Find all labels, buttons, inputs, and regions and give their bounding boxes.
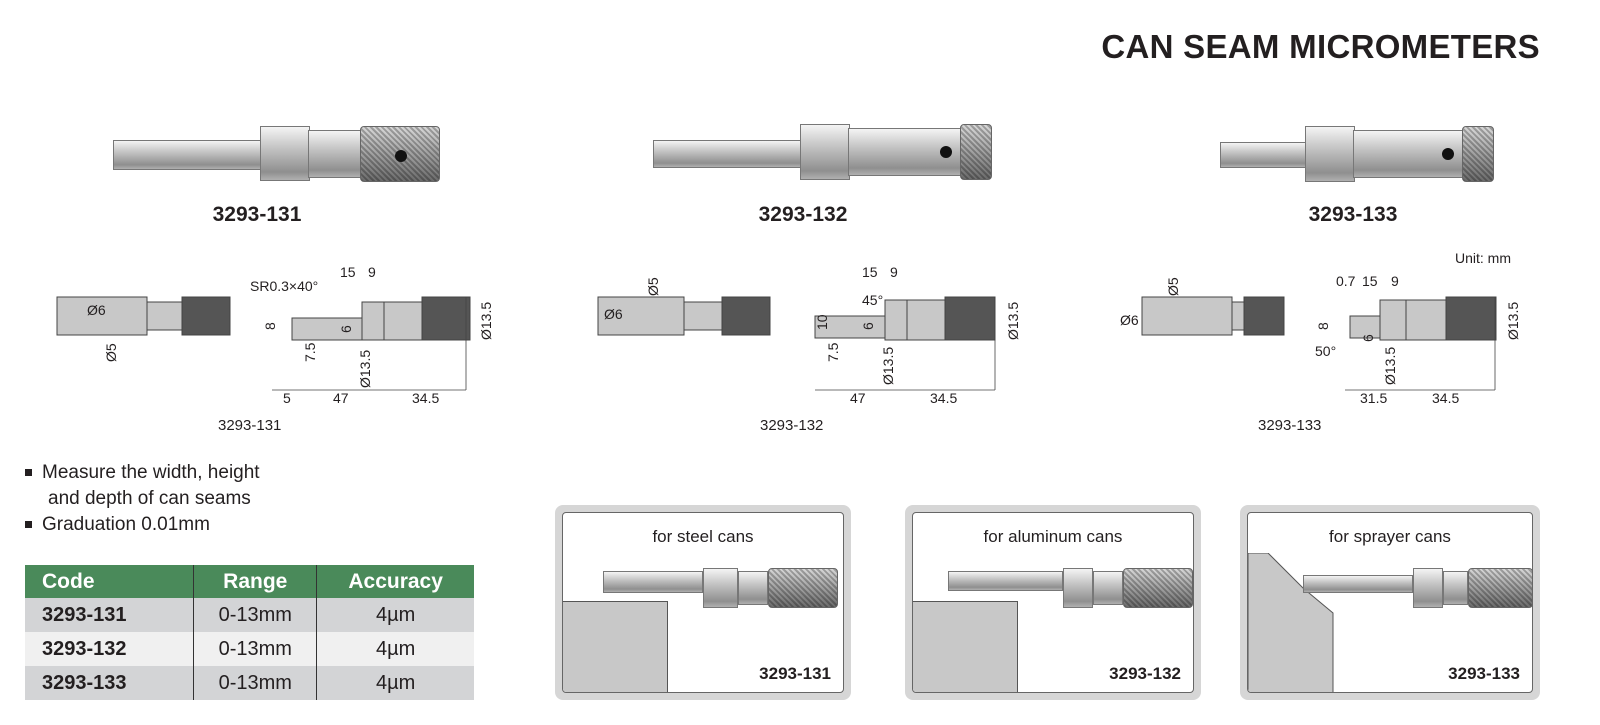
model-label: 3293-132 <box>758 203 848 226</box>
dimension-label: 8 <box>1315 322 1331 330</box>
dimension-label: 10 <box>814 314 830 330</box>
dimension-label: 34.5 <box>1432 390 1460 406</box>
cell-code: 3293-131 <box>25 598 194 632</box>
cell-accuracy: 4µm <box>316 666 474 700</box>
dimension-label: 6 <box>1360 334 1376 342</box>
dimension-label: Ø13.5 <box>478 301 494 340</box>
dimension-label: SR0.3×40° <box>250 278 319 294</box>
dimension-label: 6 <box>338 325 354 333</box>
column-header: Code <box>25 565 194 598</box>
cell-accuracy: 4µm <box>316 598 474 632</box>
dimension-label: Ø6 <box>1120 312 1139 328</box>
dimension-label: 50° <box>1315 343 1337 359</box>
drawing-caption: 3293-131 <box>218 417 282 434</box>
feature-list: Measure the width, height and depth of c… <box>25 460 260 538</box>
dimension-label: 7.5 <box>825 342 841 362</box>
application-code: 3293-133 <box>1448 664 1520 683</box>
dimension-label: 8 <box>262 322 278 330</box>
dimension-label: Ø6 <box>87 302 106 318</box>
dimension-label: Ø13.5 <box>1005 301 1021 340</box>
dimension-label: Ø5 <box>645 277 661 296</box>
dimension-label: 47 <box>333 390 349 406</box>
application-box-steel: for steel cans 3293-131 <box>555 505 851 700</box>
dimension-label: Ø13.5 <box>1382 346 1398 385</box>
application-code: 3293-131 <box>759 664 831 683</box>
column-header: Accuracy <box>316 565 474 598</box>
dimension-label: 45° <box>862 292 884 308</box>
lock-screw-icon <box>1442 148 1454 160</box>
dimension-label: 15 <box>340 264 356 280</box>
dimension-label: 9 <box>890 264 898 280</box>
feature-item: Graduation 0.01mm <box>25 512 260 538</box>
application-title: for aluminum cans <box>983 527 1123 546</box>
dimension-label: Ø5 <box>1165 277 1181 296</box>
page-title: CAN SEAM MICROMETERS <box>1101 28 1540 65</box>
application-box-sprayer: for sprayer cans 3293-133 <box>1240 505 1540 700</box>
dimension-label: Ø13.5 <box>880 346 896 385</box>
dimension-label: Ø13.5 <box>1505 301 1521 340</box>
unit-label: Unit: mm <box>1455 250 1511 266</box>
feature-item-continued: and depth of can seams <box>48 488 251 509</box>
dimension-label: 47 <box>850 390 866 406</box>
table-header-row: Code Range Accuracy <box>25 565 474 598</box>
dimension-label: 0.7 <box>1336 273 1356 289</box>
dimension-label: Ø5 <box>103 343 119 362</box>
drawing-caption: 3293-133 <box>1258 417 1322 434</box>
dimension-label: Ø13.5 <box>357 349 373 388</box>
can-wall <box>563 601 668 692</box>
can-wall <box>913 601 1018 692</box>
cell-code: 3293-133 <box>25 666 194 700</box>
lock-screw-icon <box>395 150 407 162</box>
dimension-label: Ø6 <box>604 306 623 322</box>
dimension-label: 15 <box>1362 273 1378 289</box>
application-title: for steel cans <box>652 527 754 546</box>
cell-range: 0-13mm <box>193 598 317 632</box>
dimension-label: 34.5 <box>930 390 958 406</box>
cell-accuracy: 4µm <box>316 632 474 666</box>
application-code: 3293-132 <box>1109 664 1181 683</box>
drawing-caption: 3293-132 <box>760 417 824 434</box>
feature-item: Measure the width, height <box>25 460 260 486</box>
dimension-label: 9 <box>368 264 376 280</box>
application-title: for sprayer cans <box>1329 527 1451 546</box>
cell-code: 3293-132 <box>25 632 194 666</box>
dimension-label: 31.5 <box>1360 390 1388 406</box>
dimension-label: 5 <box>283 390 291 406</box>
cell-range: 0-13mm <box>193 666 317 700</box>
dimension-label: 9 <box>1391 273 1399 289</box>
model-label: 3293-133 <box>1308 203 1398 226</box>
dimension-label: 15 <box>862 264 878 280</box>
column-header: Range <box>193 565 317 598</box>
lock-screw-icon <box>940 146 952 158</box>
model-label: 3293-131 <box>212 203 302 226</box>
cell-range: 0-13mm <box>193 632 317 666</box>
can-wall <box>1248 553 1334 692</box>
dimension-label: 7.5 <box>302 342 318 362</box>
dimension-label: 6 <box>860 322 876 330</box>
dimension-label: 34.5 <box>412 390 440 406</box>
technical-drawings <box>56 296 1497 391</box>
application-box-aluminum: for aluminum cans 3293-132 <box>905 505 1201 700</box>
